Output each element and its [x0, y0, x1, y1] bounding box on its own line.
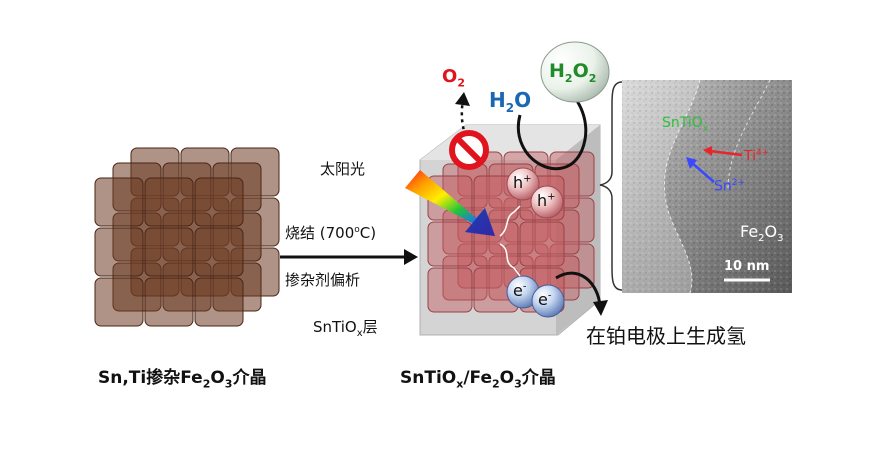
- tem-ti-label: Ti4+: [744, 148, 769, 165]
- mesocrystal-block: [520, 222, 564, 266]
- left-caption: Sn,Ti掺杂Fe2O3介晶: [98, 363, 266, 390]
- mesocrystal-block: [145, 228, 193, 276]
- hydrogen-label: 在铂电极上生成氢: [586, 320, 746, 349]
- tem-sn-label: Sn2+: [714, 178, 745, 195]
- prohibit-icon: [452, 133, 486, 167]
- electron-label: e-: [538, 290, 551, 309]
- sinter-label: 烧结 (700oC): [285, 222, 376, 243]
- segregation-label: 掺杂剂偏析: [285, 269, 360, 290]
- mesocrystal-block: [95, 278, 143, 326]
- mesocrystal-block: [95, 178, 143, 226]
- mesocrystal-block: [95, 228, 143, 276]
- sunlight-label: 太阳光: [320, 158, 365, 179]
- mesocrystal-shelled: [420, 125, 600, 335]
- tem-layer-label: SnTiOx: [662, 115, 708, 134]
- process-arrow: [280, 249, 418, 265]
- h2o-label: H2O: [489, 88, 531, 115]
- zoom-bracket: [600, 82, 622, 290]
- mesocrystal-block: [195, 228, 243, 276]
- mesocrystal-block: [428, 268, 472, 312]
- hole-label: h+: [513, 173, 532, 192]
- hole-label: h+: [537, 191, 556, 210]
- mesocrystal-left: [95, 148, 279, 326]
- mesocrystal-block: [428, 222, 472, 266]
- tem-fe2o3-label: Fe2O3: [740, 222, 784, 244]
- mesocrystal-block: [145, 178, 193, 226]
- h2o2-label: H2O2: [549, 60, 596, 85]
- o2-label: O2: [442, 66, 465, 90]
- tem-scale-label: 10 nm: [724, 259, 769, 274]
- shell-label: SnTiOx层: [313, 316, 378, 339]
- electron-label: e-: [513, 281, 526, 300]
- center-caption: SnTiOx/Fe2O3介晶: [400, 363, 556, 390]
- mesocrystal-block: [145, 278, 193, 326]
- mesocrystal-block: [195, 278, 243, 326]
- mesocrystal-block: [195, 178, 243, 226]
